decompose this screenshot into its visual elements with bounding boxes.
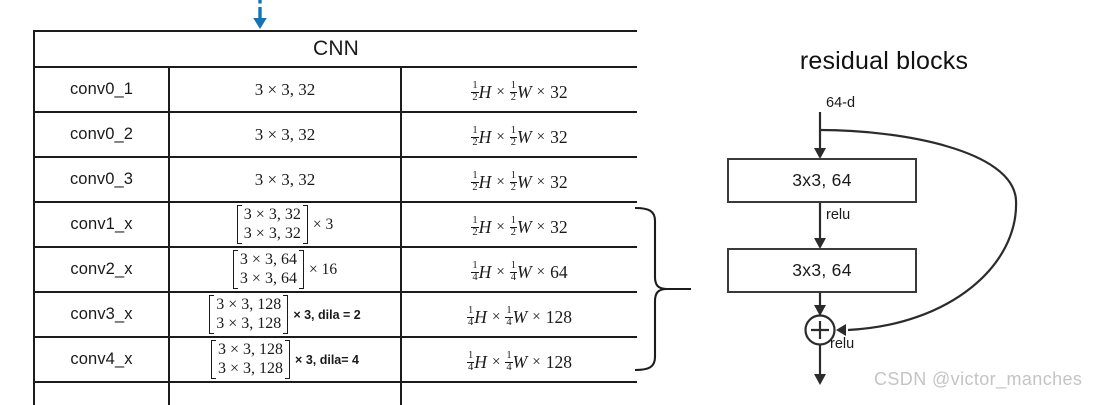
layer-name: conv4_x <box>70 350 133 368</box>
table-row-partial <box>33 381 637 405</box>
empty-cell <box>168 381 402 405</box>
layer-block-cell: 3 × 3, 32 <box>168 111 402 158</box>
layer-name-cell: conv0_1 <box>33 66 170 113</box>
layer-name: conv1_x <box>70 215 133 233</box>
layer-name-cell: conv1_x <box>33 201 170 248</box>
layer-name: conv0_1 <box>69 80 134 98</box>
layer-name-cell: conv3_x <box>33 291 170 338</box>
empty-cell <box>33 381 170 405</box>
conv-box-1: 3x3, 64 <box>727 158 917 203</box>
relu-label-2: relu <box>830 336 855 352</box>
layer-name: conv2_x <box>70 260 133 278</box>
empty-cell <box>399 381 637 405</box>
layer-name-cell: conv0_2 <box>33 111 170 158</box>
conv-spec: 3 × 3, 32 <box>254 169 316 189</box>
repeat-multiplier: × 16 <box>308 260 338 278</box>
residual-blocks-title: residual blocks <box>799 47 969 75</box>
conv-spec: 3 × 3, 32 <box>254 124 316 144</box>
conv-box-2: 3x3, 64 <box>727 248 917 293</box>
repeat-multiplier: × 3, dila= 4 <box>295 352 359 367</box>
layer-name: conv0_2 <box>69 125 134 143</box>
repeat-multiplier: × 3, dila = 2 <box>293 307 361 322</box>
layer-name-cell: conv2_x <box>33 246 170 293</box>
table-title-cnn: CNN <box>33 30 637 68</box>
conv-spec: 3 × 3, 32 <box>254 79 316 99</box>
table-header-row: CNN <box>33 30 637 68</box>
layer-name: conv3_x <box>70 305 133 323</box>
repeat-multiplier: × 3 <box>312 215 334 233</box>
layer-name-cell: conv0_3 <box>33 156 170 203</box>
relu-label-1: relu <box>826 207 851 223</box>
watermark: CSDN @victor_manches <box>874 369 1083 389</box>
layer-name-cell: conv4_x <box>33 336 170 383</box>
arrow-down-icon <box>252 0 268 30</box>
layer-block-cell: 3 × 3, 32 <box>168 66 402 113</box>
input-dim-label: 64-d <box>826 95 856 111</box>
layer-block-cell: 3 × 3, 32 <box>168 156 402 203</box>
layer-name: conv0_3 <box>69 170 134 188</box>
curly-brace-right-icon <box>633 205 693 373</box>
